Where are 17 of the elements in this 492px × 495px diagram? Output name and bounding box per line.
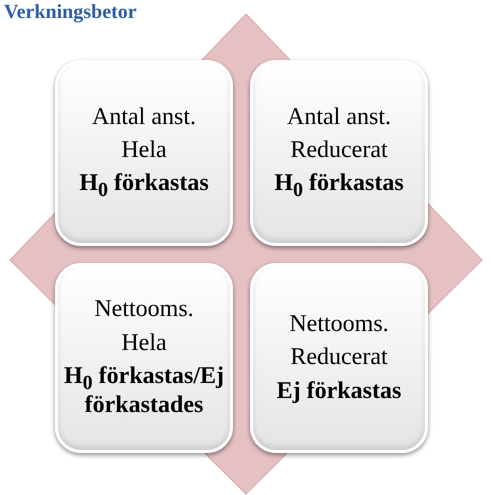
variable-label: Nettooms.	[94, 297, 194, 322]
variable-label: Nettooms.	[289, 312, 389, 338]
quadrant-card	[250, 60, 428, 246]
quadrant-card	[55, 263, 233, 453]
variable-label: Antal anst.	[92, 104, 196, 130]
sample-label: Reducerat	[290, 138, 388, 164]
test-result: H$_{0}$ förkastas	[274, 171, 404, 202]
title: Verkningsbetor	[4, 0, 137, 24]
quadrant-card	[55, 60, 233, 246]
variable-label: Antal anst.	[287, 104, 391, 130]
test-result: H$_{0}$ förkastas	[79, 171, 209, 202]
test-result: Ej förkastas	[276, 378, 402, 404]
sample-label: Hela	[121, 138, 167, 164]
quadrant-card	[250, 263, 428, 453]
test-result: H$_{0}$ förkastas/Ej förkastades	[64, 364, 224, 419]
sample-label: Hela	[121, 330, 167, 356]
sample-label: Reducerat	[290, 345, 388, 371]
